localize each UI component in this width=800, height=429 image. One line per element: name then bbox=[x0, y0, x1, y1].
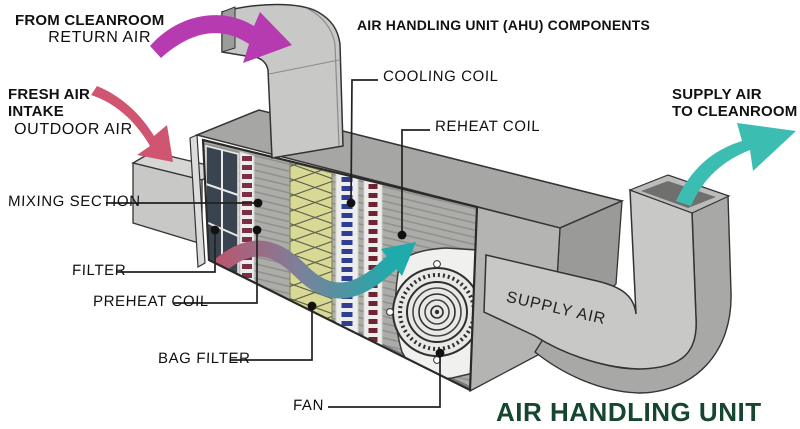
filter-leader bbox=[117, 230, 216, 273]
fan-label: FAN bbox=[292, 397, 325, 414]
mixing-section-label: MIXING SECTION bbox=[7, 193, 141, 210]
components-title: AIR HANDLING UNIT (AHU) COMPONENTS bbox=[357, 17, 651, 33]
from-cleanroom-label: FROM CLEANROOM RETURN AIR bbox=[15, 12, 165, 48]
reheat-coil-label: REHEAT COIL bbox=[434, 118, 541, 135]
fresh-air-label: FRESH AIR INTAKE OUTDOOR AIR bbox=[8, 86, 133, 139]
supply-air-line2: TO CLEANROOM bbox=[672, 103, 798, 121]
supply-air-line1: SUPPLY AIR bbox=[672, 86, 762, 103]
preheat-coil-label: PREHEAT COIL bbox=[92, 293, 210, 310]
supply-to-cleanroom-label: SUPPLY AIR TO CLEANROOM bbox=[672, 86, 797, 121]
cooling-coil-column bbox=[335, 171, 359, 339]
outdoor-air-label: OUTDOOR AIR bbox=[13, 120, 133, 138]
bag-filter-label: BAG FILTER bbox=[157, 350, 251, 367]
fresh-air-line2: INTAKE bbox=[8, 103, 64, 121]
cooling-coil-leader bbox=[350, 79, 378, 204]
return-air-arrow-icon bbox=[150, 12, 292, 63]
leader-lines bbox=[106, 79, 441, 408]
reheat-coil-leader bbox=[401, 129, 430, 235]
fresh-air-line1: FRESH AIR bbox=[8, 86, 91, 103]
fan-leader bbox=[328, 353, 441, 408]
airflow-arrow bbox=[203, 240, 416, 299]
cooling-coil-label: COOLING COIL bbox=[382, 68, 499, 85]
preheat-coil-leader bbox=[174, 230, 258, 304]
bag-filter-column bbox=[289, 161, 333, 323]
preheat-coil-column bbox=[239, 151, 255, 285]
fresh-air-arrow-icon bbox=[91, 86, 173, 162]
return-air-label: RETURN AIR bbox=[47, 29, 152, 47]
main-title: AIR HANDLING UNIT bbox=[496, 397, 762, 427]
from-cleanroom-title: FROM CLEANROOM bbox=[15, 12, 165, 29]
filter-label: FILTER bbox=[71, 262, 127, 279]
supply-air-arrow-icon bbox=[676, 123, 796, 206]
leader-dots bbox=[210, 198, 445, 358]
ahu-left-edge bbox=[189, 134, 206, 268]
bag-filter-leader bbox=[230, 306, 313, 361]
